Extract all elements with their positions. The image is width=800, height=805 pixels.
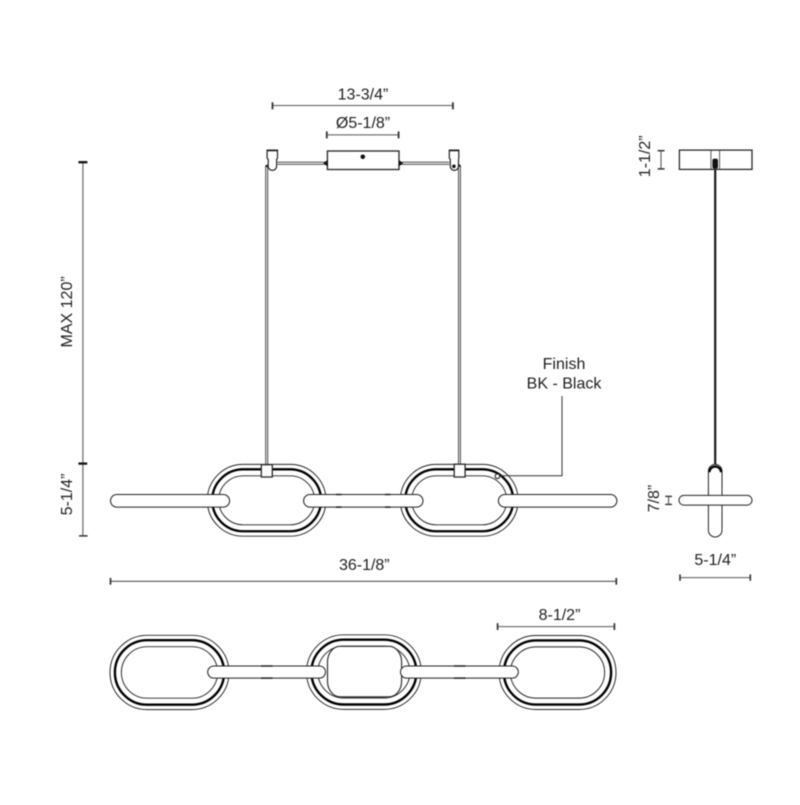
svg-text:5-1/4”: 5-1/4”: [59, 474, 76, 516]
svg-text:13-3/4”: 13-3/4”: [338, 87, 389, 104]
svg-text:MAX 120”: MAX 120”: [59, 276, 76, 347]
svg-text:36-1/8”: 36-1/8”: [339, 557, 390, 574]
svg-text:Finish: Finish: [543, 356, 586, 373]
svg-text:8-1/2”: 8-1/2”: [539, 607, 581, 624]
svg-text:Ø5-1/8”: Ø5-1/8”: [336, 115, 390, 132]
svg-text:BK - Black: BK - Black: [527, 376, 603, 393]
svg-text:1-1/2”: 1-1/2”: [637, 135, 654, 177]
svg-text:5-1/4”: 5-1/4”: [694, 552, 736, 569]
svg-text:7/8”: 7/8”: [646, 485, 663, 513]
